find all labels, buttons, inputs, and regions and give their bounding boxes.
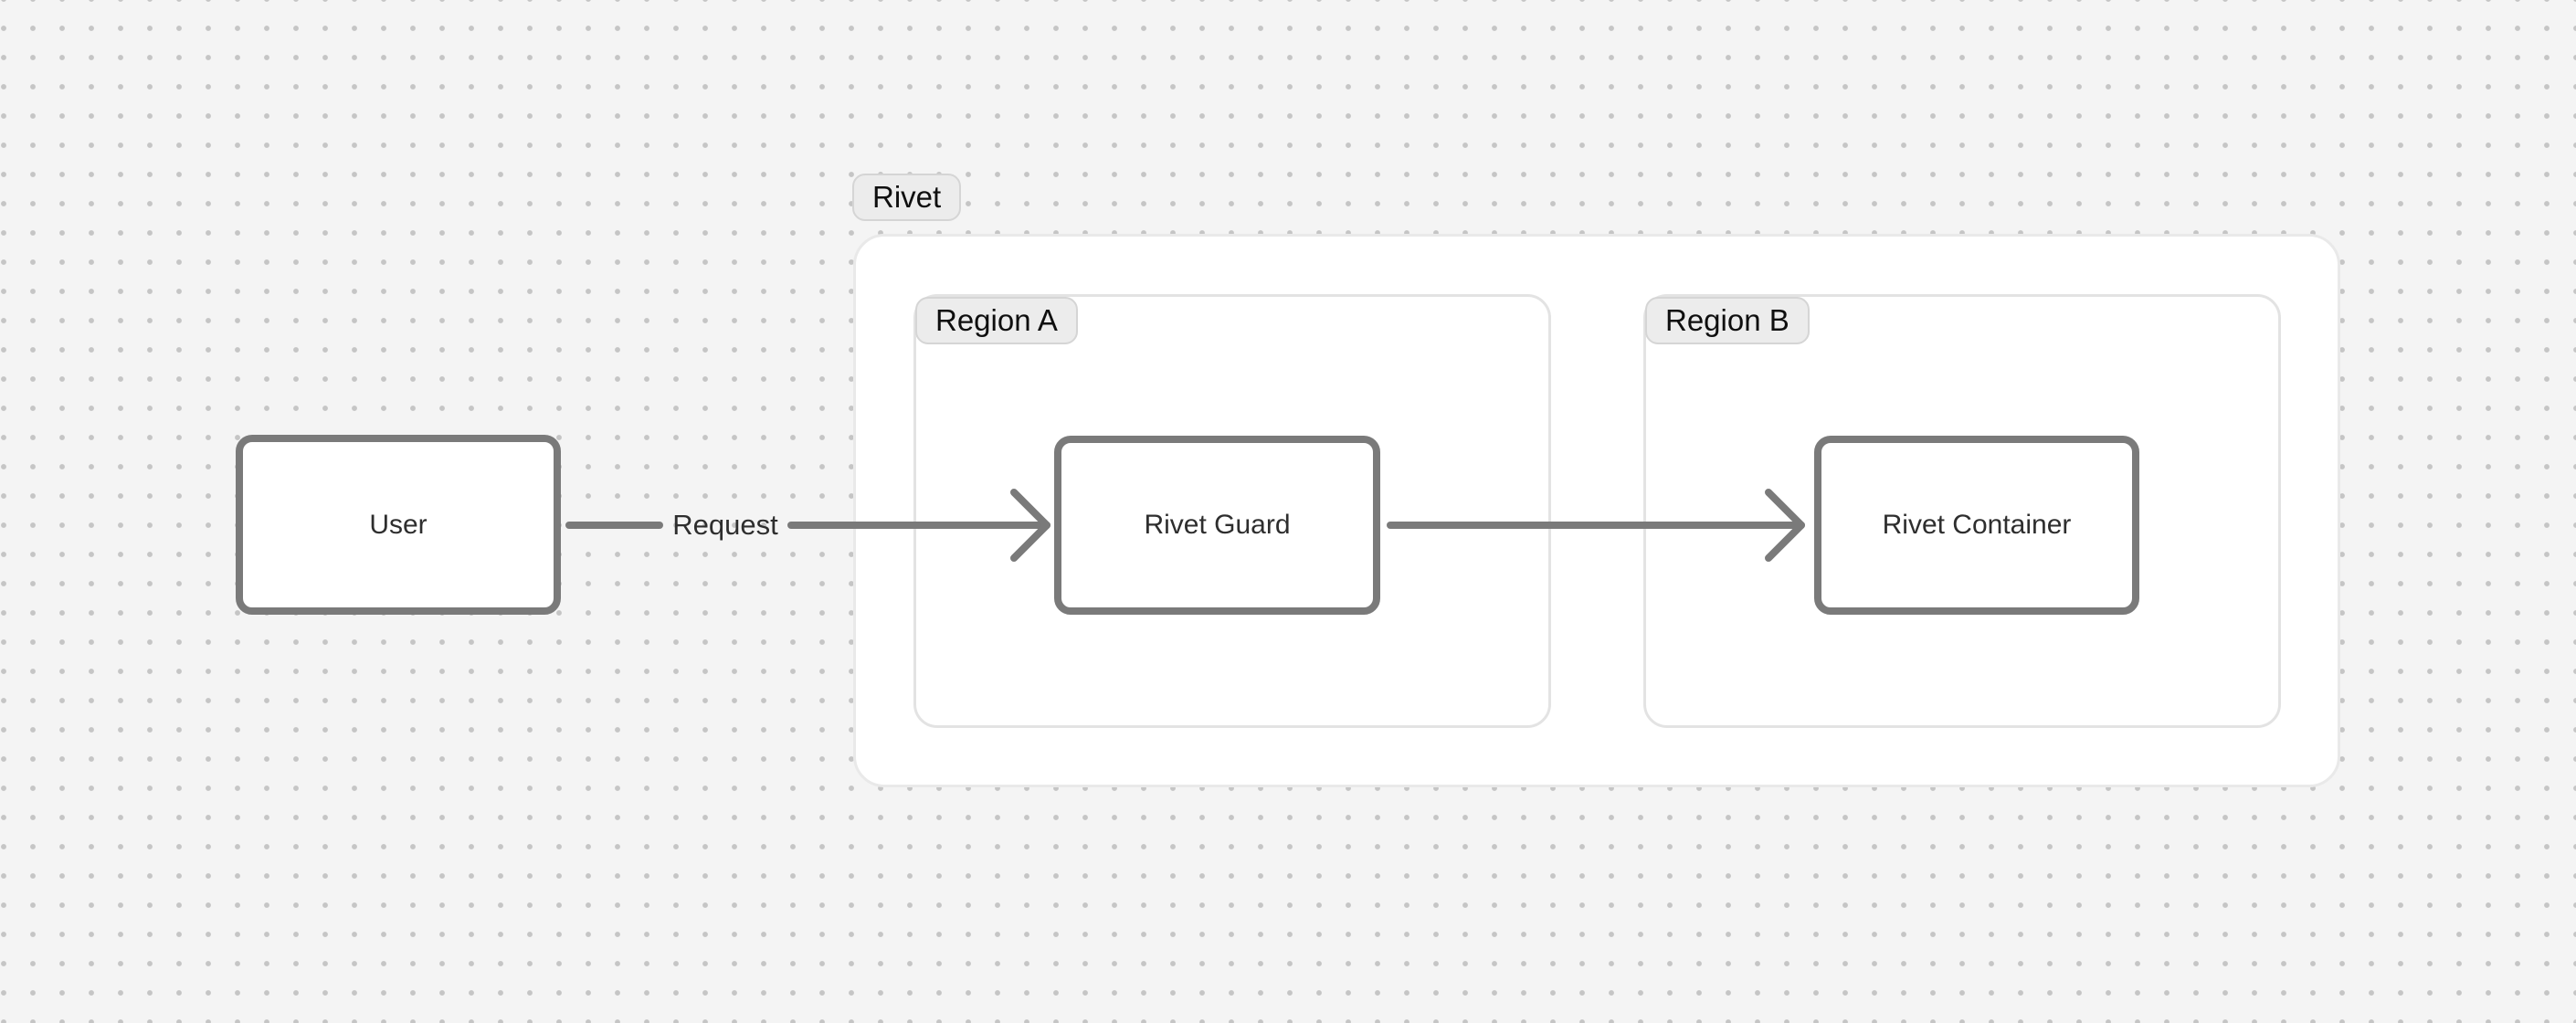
group-label-rivet-text: Rivet: [872, 180, 942, 214]
group-label-rivet: Rivet: [852, 174, 962, 221]
group-label-region-b: Region B: [1645, 297, 1810, 344]
edge-label-request: Request: [672, 509, 778, 541]
group-label-region-a: Region A: [915, 297, 1078, 344]
group-label-region-a-text: Region A: [935, 303, 1058, 337]
node-user[interactable]: User: [236, 435, 561, 615]
group-label-region-b-text: Region B: [1665, 303, 1789, 337]
node-rivet-guard[interactable]: Rivet Guard: [1054, 436, 1380, 615]
node-rivet-container[interactable]: Rivet Container: [1814, 436, 2139, 615]
